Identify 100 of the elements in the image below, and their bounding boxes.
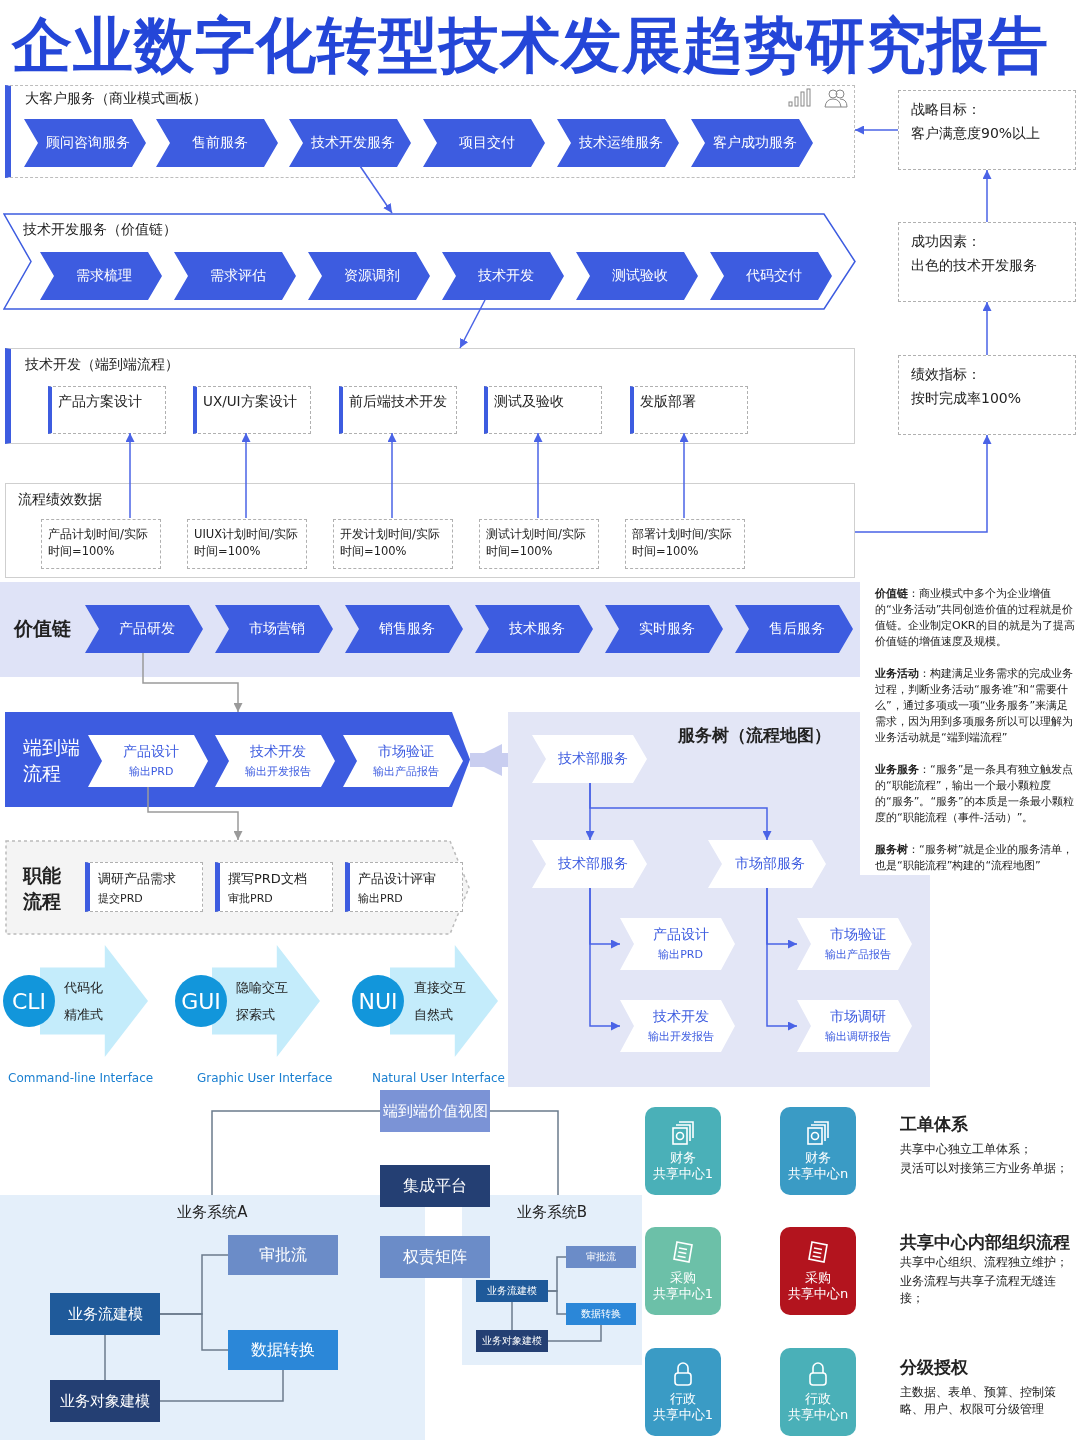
tile-text: 共享中心1 bbox=[652, 1286, 714, 1302]
step-sublabel: 输出开发报告 bbox=[647, 1029, 714, 1044]
step-label: 顾问咨询服务 bbox=[46, 134, 130, 152]
goal-box bbox=[898, 355, 1076, 435]
panel-heading: 业务系统B bbox=[515, 1203, 589, 1222]
panel bbox=[5, 483, 855, 578]
step-label: 产品研发 bbox=[119, 620, 175, 638]
arrow bbox=[533, 432, 543, 519]
step-label: 产品设计评审 bbox=[358, 870, 437, 888]
step-label: 技术部服务 bbox=[557, 855, 628, 873]
metric-text: 产品计划时间/实际时间=100% bbox=[48, 526, 149, 560]
process-box bbox=[380, 1236, 490, 1278]
arrow bbox=[459, 299, 486, 349]
goal-text: 出色的技术开发服务 bbox=[911, 257, 1038, 275]
arrow bbox=[147, 786, 243, 841]
arrow bbox=[982, 301, 992, 356]
step-label: 技术开发 bbox=[250, 743, 306, 761]
arrow bbox=[982, 169, 992, 223]
shared-center-tile bbox=[780, 1107, 856, 1195]
step-label: 资源调剂 bbox=[344, 267, 400, 285]
step-label: 市场营销 bbox=[249, 620, 305, 638]
section-text: 主数据、表单、预算、控制策略、用户、权限可分级管理 bbox=[900, 1384, 1057, 1418]
step-label: 项目交付 bbox=[459, 134, 515, 152]
step-label: 技术开发 bbox=[478, 267, 534, 285]
circle-label: CLI bbox=[11, 988, 47, 1014]
section-heading: 共享中心内部组织流程 bbox=[900, 1231, 1071, 1254]
process-box bbox=[380, 1090, 490, 1132]
section-text: 灵活可以对接第三方业务单据； bbox=[900, 1160, 1069, 1177]
section-heading: 分级授权 bbox=[900, 1356, 969, 1379]
process-box bbox=[339, 386, 457, 434]
process-box bbox=[215, 862, 333, 912]
process-box bbox=[630, 386, 748, 434]
step-label: 代码交付 bbox=[746, 267, 802, 285]
step-sublabel: 输出产品报告 bbox=[373, 764, 439, 779]
step-label: 市场验证 bbox=[829, 926, 886, 944]
metric-box bbox=[479, 519, 599, 569]
step-label: 技术部服务 bbox=[557, 750, 628, 768]
interface-caption: Command-line Interface bbox=[8, 1071, 154, 1085]
step-label: 市场调研 bbox=[829, 1008, 886, 1026]
arrow-text: 精准式 bbox=[64, 1005, 104, 1024]
metric-box bbox=[625, 519, 745, 569]
arrow bbox=[854, 125, 899, 135]
definition-paragraph: 业务服务：“服务”是一条具有独立触发点的“职能流程”，输出一个最小颗粒度的“服务”。“服务”的本质是一条最小颗粒度的“职能流程（事件-活动）”。 bbox=[875, 762, 1075, 826]
panel-heading: 职能流程 bbox=[23, 863, 62, 914]
step-sublabel: 输出PRD bbox=[658, 947, 703, 962]
panel-heading: 服务树（流程地图） bbox=[678, 724, 831, 747]
shared-center-tile bbox=[645, 1107, 721, 1195]
step-label: 技术运维服务 bbox=[579, 134, 663, 152]
step-sublabel: 输出PRD bbox=[128, 764, 174, 779]
interface-circle bbox=[352, 975, 404, 1027]
step-label: 调研产品需求 bbox=[98, 870, 177, 888]
band bbox=[0, 582, 860, 677]
step-sublabel: 输出产品报告 bbox=[824, 947, 891, 962]
step-label: 市场部服务 bbox=[735, 855, 805, 873]
tile-text: 共享中心n bbox=[787, 1407, 849, 1423]
step-sublabel: 输出开发报告 bbox=[245, 764, 311, 779]
goal-heading: 战略目标： bbox=[911, 101, 982, 119]
process-box bbox=[380, 1165, 490, 1207]
arrow bbox=[359, 165, 393, 214]
connector-line bbox=[159, 1369, 284, 1402]
process-box bbox=[193, 386, 311, 434]
step-label: 业务对象建模 bbox=[60, 1391, 150, 1411]
metric-text: 测试计划时间/实际时间=100% bbox=[486, 526, 587, 560]
step-label: 端到端价值视图 bbox=[382, 1101, 488, 1121]
shared-center-tile bbox=[645, 1348, 721, 1436]
step-label: 审批流 bbox=[259, 1244, 307, 1266]
step-label: 产品设计 bbox=[652, 926, 709, 944]
step-sublabel: 输出PRD bbox=[358, 891, 404, 906]
panel-heading: 端到端流程 bbox=[23, 735, 81, 786]
metric-text: 部署计划时间/实际时间=100% bbox=[632, 526, 733, 560]
step-label: 前后端技术开发 bbox=[349, 393, 448, 411]
step-label: UX/UI方案设计 bbox=[203, 393, 298, 411]
panel-heading: 业务系统A bbox=[176, 1203, 249, 1222]
step-label: 发版部署 bbox=[640, 393, 697, 411]
connector-line bbox=[547, 1324, 602, 1342]
tile-text: 共享中心1 bbox=[652, 1407, 714, 1423]
process-box bbox=[228, 1330, 338, 1370]
step-sublabel: 审批PRD bbox=[228, 891, 274, 906]
connector-line bbox=[211, 1110, 381, 1196]
step-label: 测试验收 bbox=[612, 267, 668, 285]
arrow bbox=[854, 434, 992, 533]
metric-box bbox=[41, 519, 161, 569]
process-box bbox=[484, 386, 602, 434]
goal-heading: 绩效指标： bbox=[911, 366, 982, 384]
panel-heading: 技术开发（端到端流程） bbox=[25, 356, 179, 374]
step-label: 需求梳理 bbox=[76, 267, 132, 285]
tile-text: 行政 bbox=[805, 1391, 831, 1407]
step-label: 集成平台 bbox=[403, 1175, 467, 1197]
interface-caption: Graphic User Interface bbox=[197, 1071, 333, 1085]
step-label: 业务流建模 bbox=[487, 1284, 537, 1298]
process-box bbox=[228, 1235, 338, 1275]
process-box bbox=[50, 1293, 160, 1335]
goal-text: 客户满意度90%以上 bbox=[911, 125, 1042, 143]
goal-box bbox=[898, 222, 1076, 302]
metric-box bbox=[187, 519, 307, 569]
tile-text: 财务 bbox=[670, 1150, 696, 1166]
tile-text: 共享中心1 bbox=[652, 1166, 714, 1182]
step-label: 客户成功服务 bbox=[713, 134, 797, 152]
connector-line bbox=[104, 1334, 106, 1381]
tile-text: 采购 bbox=[805, 1270, 831, 1286]
